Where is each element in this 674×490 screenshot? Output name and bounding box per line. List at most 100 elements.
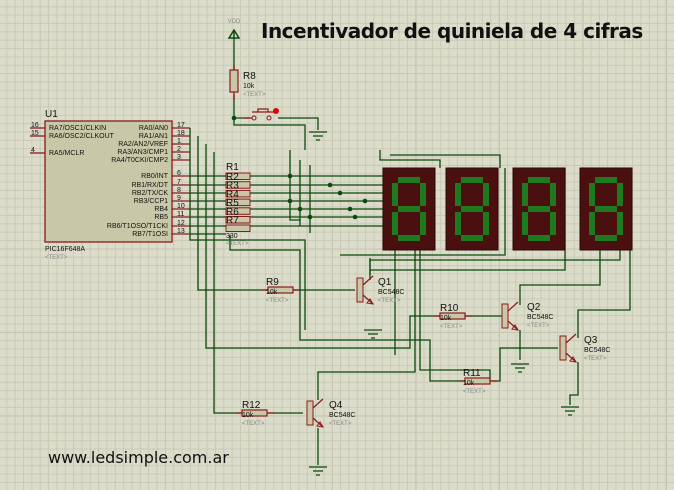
transistor-leads [507, 301, 519, 331]
pin-number: 9 [177, 195, 181, 202]
pin-number: 3 [177, 154, 181, 161]
pin-number: 4 [31, 147, 35, 154]
switch-state-indicator [273, 108, 279, 114]
resistor-r10 [439, 312, 466, 320]
pin-name: RB5 [154, 214, 168, 221]
resistor-ref: R9 [266, 277, 279, 288]
emitter-arrow-icon [569, 356, 577, 363]
junction-dot [327, 182, 333, 188]
pin-name: RA2/AN2/VREF [118, 141, 168, 148]
pin-number: 16 [31, 122, 39, 129]
pin-name: RB1/RX/DT [131, 182, 168, 189]
transistor-ref: Q4 [329, 400, 343, 411]
resistor-r11 [464, 377, 491, 385]
seven-segment-display-2 [445, 167, 499, 251]
transistor-base [356, 277, 364, 303]
junction-dot [347, 206, 353, 212]
schematic-title: Incentivador de quiniela de 4 cifras [261, 19, 643, 43]
emitter-arrow-icon [366, 298, 374, 305]
emitter-arrow-icon [511, 324, 519, 331]
transistor-q3 [559, 333, 577, 363]
mcu-body [44, 120, 173, 243]
wire [189, 128, 306, 330]
pin-name: RB2/TX/CK [132, 190, 169, 197]
wire [229, 235, 465, 382]
resistor-value: 10k [266, 289, 278, 296]
transistor-text: <TEXT> [527, 323, 550, 329]
resistor-pack-item: R3 [226, 181, 239, 192]
resistor-pack-value: 330 [226, 233, 238, 240]
resistor-pack-element [225, 189, 251, 198]
resistor-pack-element [225, 172, 251, 180]
pin-number: 6 [177, 170, 181, 177]
resistor-pack-element [225, 216, 251, 224]
resistor-pack-text: <TEXT> [226, 241, 249, 247]
transistor-part: BC548C [527, 314, 553, 321]
pin-name: RA3/AN3/CMP1 [117, 149, 168, 156]
resistor-ref: R12 [242, 400, 261, 411]
transistor-leads [312, 398, 324, 428]
ground-icon [364, 329, 382, 339]
mcu-part: PIC16F648A [45, 246, 85, 253]
transistor-part: BC548C [584, 347, 610, 354]
emitter-arrow-icon [316, 421, 324, 428]
transistor-base [306, 400, 314, 426]
ground-icon [309, 466, 327, 476]
resistor-pack-element [225, 198, 251, 207]
transistor-text: <TEXT> [378, 298, 401, 304]
wire [317, 250, 416, 400]
transistor-ref: Q2 [527, 302, 541, 313]
resistor-pack-item: R5 [226, 198, 239, 209]
switch-actuator [252, 108, 274, 113]
resistor-text: <TEXT> [266, 298, 289, 304]
ground-icon [309, 131, 327, 141]
transistor-text: <TEXT> [584, 356, 607, 362]
junction-dot [287, 198, 293, 204]
wire [390, 154, 501, 168]
resistor-pack-item: R2 [226, 172, 239, 183]
resistor-value: 10k [242, 412, 254, 419]
resistor-pack-item: R4 [226, 189, 239, 200]
pin-number: 18 [177, 130, 185, 137]
pin-number: 8 [177, 187, 181, 194]
resistor-text: <TEXT> [242, 421, 265, 427]
transistor-ref: Q3 [584, 335, 598, 346]
wire [419, 250, 491, 381]
resistor-r9 [267, 286, 294, 294]
resistor-pack-item: R6 [226, 207, 239, 218]
pin-name: RB6/T1OSO/T1CKI [107, 223, 168, 230]
pin-number: 13 [177, 228, 185, 235]
resistor-value: 10k [243, 83, 255, 90]
wire [569, 362, 579, 405]
seven-segment-display-3 [512, 167, 566, 251]
resistor-pack-element [225, 181, 251, 189]
mcu-text: <TEXT> [45, 255, 68, 261]
ground-icon [561, 406, 579, 416]
pin-name: RA4/T0CKI/CMP2 [111, 157, 168, 164]
pin-name: RA5/MCLR [49, 150, 84, 157]
junction-dot [231, 115, 237, 121]
resistor-value: 10k [463, 380, 475, 387]
wire [197, 136, 268, 291]
wire [213, 152, 242, 414]
transistor-q1 [356, 275, 374, 305]
wire [379, 150, 441, 168]
junction-dot [362, 198, 368, 204]
mcu-ref: U1 [45, 109, 58, 120]
pin-name: RA6/OSC2/CLKOUT [49, 133, 115, 140]
transistor-base [559, 335, 567, 361]
resistor-text: <TEXT> [440, 324, 463, 330]
transistor-q4 [306, 398, 324, 428]
pin-number: 7 [177, 179, 181, 186]
transistor-part: BC548C [378, 289, 404, 296]
resistor-pack-ref: R1 [226, 162, 239, 173]
pin-name: RB7/T1OSI [132, 231, 168, 238]
transistor-text: <TEXT> [329, 421, 352, 427]
pin-number: 11 [177, 211, 184, 218]
pin-number: 1 [177, 138, 181, 145]
seven-segment-display-4 [579, 167, 633, 251]
wire [289, 150, 300, 221]
power-terminal-icon [227, 28, 241, 39]
switch-contact [266, 115, 272, 121]
